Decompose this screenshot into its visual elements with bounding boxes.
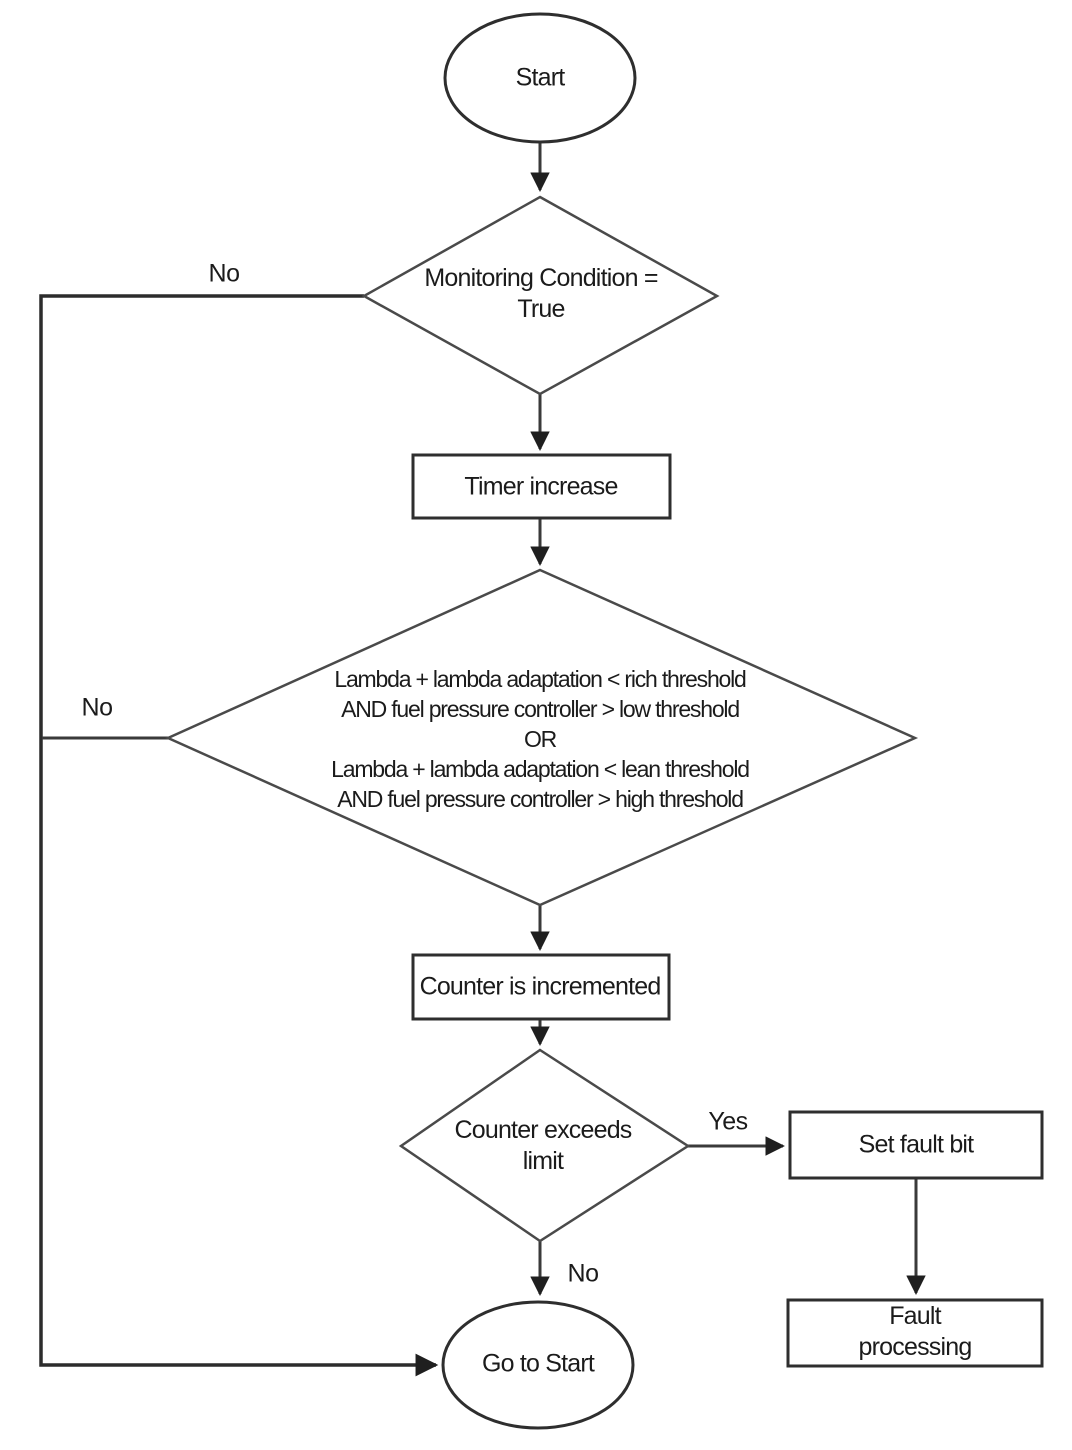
counter-limit-decision-shape xyxy=(398,1048,691,1243)
lambda-decision-shape xyxy=(164,568,919,907)
set-fault-process-shape xyxy=(788,1110,1044,1180)
counter-process-shape xyxy=(411,953,671,1021)
start-terminator-shape xyxy=(443,12,637,144)
timer-process-shape xyxy=(411,453,672,520)
counter-no-label: No xyxy=(567,1259,599,1288)
lambda-no-label: No xyxy=(81,693,113,722)
monitoring-decision-label: Monitoring Condition = True xyxy=(424,264,658,323)
timer-process-label: Timer increase xyxy=(464,472,618,501)
counter-limit-decision-label: Counter exceeds limit xyxy=(454,1116,632,1175)
edge-monitoring-no-return xyxy=(39,294,439,1377)
lambda-decision-label: Lambda + lambda adaptation < rich thresh… xyxy=(331,666,750,812)
set-fault-process-label: Set fault bit xyxy=(858,1130,974,1159)
end-label: Go to Start xyxy=(481,1349,595,1378)
start-label: Start xyxy=(515,63,566,92)
fault-processing-process-label: Fault processing xyxy=(858,1302,973,1361)
monitoring-no-label: No xyxy=(208,259,240,288)
counter-process-label: Counter is incremented xyxy=(419,972,662,1001)
end-terminator-shape xyxy=(441,1300,635,1430)
counter-yes-label: Yes xyxy=(708,1107,748,1136)
fault-processing-process-shape xyxy=(786,1298,1044,1368)
monitoring-decision-shape xyxy=(361,195,720,396)
